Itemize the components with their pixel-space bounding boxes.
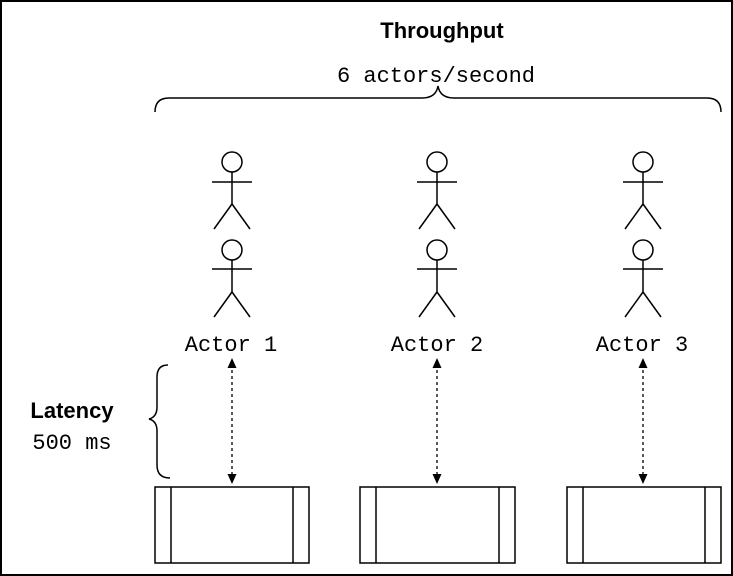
throughput-title: Throughput [380, 18, 504, 43]
latency-title: Latency [30, 398, 114, 423]
person-icon [212, 239, 252, 318]
person-icon [623, 151, 663, 230]
arrow-up-icon [432, 358, 442, 368]
person-icon [417, 151, 457, 230]
actor-label: Actor 3 [596, 333, 688, 358]
person-icon [212, 151, 252, 230]
actor-label: Actor 1 [185, 333, 277, 358]
arrow-down-icon [227, 474, 237, 484]
actor-label: Actor 2 [391, 333, 483, 358]
actor-column-1: Actor 1 [154, 151, 310, 564]
processing-box [359, 486, 516, 564]
person-icon [623, 239, 663, 318]
latency-brace [148, 364, 171, 479]
latency-value: 500 ms [32, 431, 111, 456]
throughput-brace [154, 85, 722, 113]
processing-box [566, 486, 722, 564]
person-icon [417, 239, 457, 318]
processing-box [154, 486, 310, 564]
actor-column-3: Actor 3 [566, 151, 722, 564]
actor-column-2: Actor 2 [359, 151, 516, 564]
arrow-down-icon [432, 474, 442, 484]
arrow-down-icon [638, 474, 648, 484]
throughput-value: 6 actors/second [337, 64, 535, 89]
arrow-up-icon [227, 358, 237, 368]
arrow-up-icon [638, 358, 648, 368]
